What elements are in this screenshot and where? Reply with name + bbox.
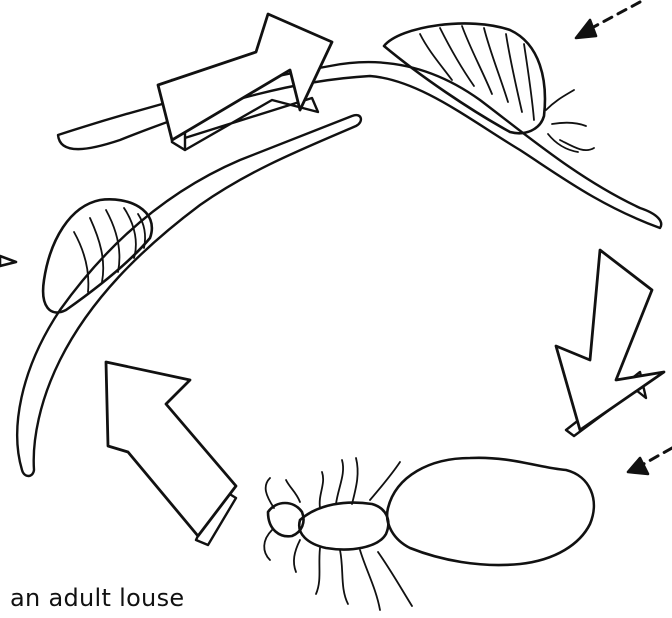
pointer-arrow-left [0,256,16,266]
cycle-arrow-right [556,250,664,436]
adult-louse-label: an adult louse [10,584,184,612]
cycle-arrow-bottom-left [106,362,236,545]
pointer-arrow-right [628,448,672,474]
adult-louse-icon [264,458,594,610]
pointer-arrow-top-right [576,2,640,38]
hair-strand-middle [17,115,361,476]
cycle-arrow-top [158,14,332,150]
